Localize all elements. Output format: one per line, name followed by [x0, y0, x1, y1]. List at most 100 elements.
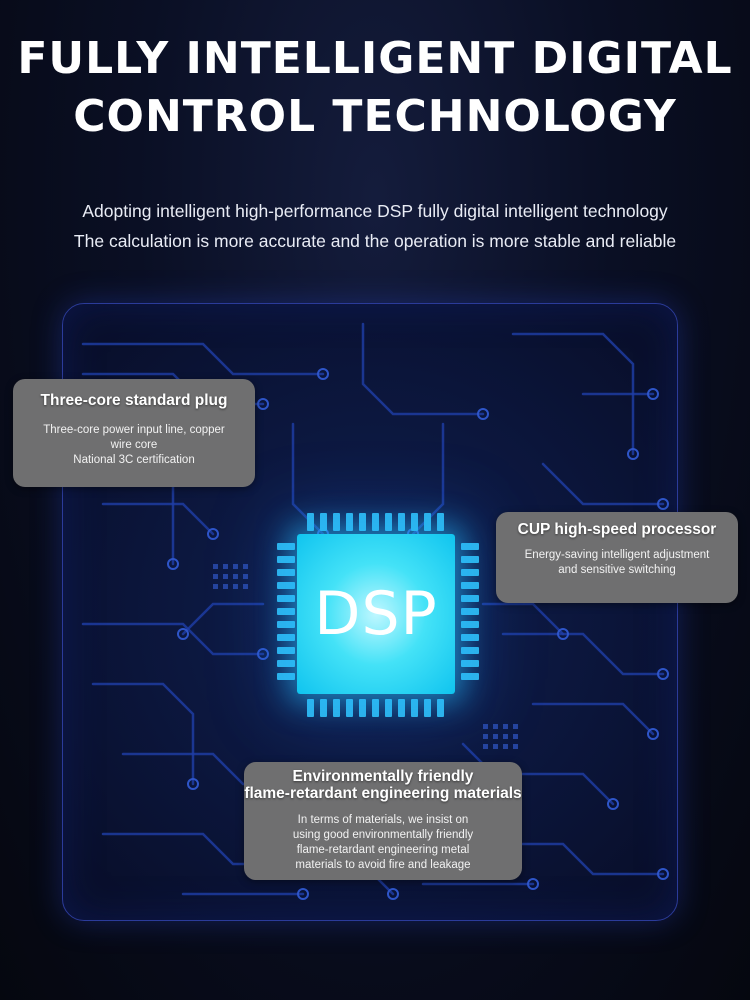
- chip-pin: [320, 699, 327, 717]
- chip-pin: [320, 513, 327, 531]
- dsp-chip: DSP: [273, 509, 483, 721]
- circuit-node: [257, 398, 269, 410]
- chip-pin: [461, 582, 479, 589]
- chip-pin: [346, 699, 353, 717]
- chip-pin: [372, 699, 379, 717]
- chip-pin: [333, 699, 340, 717]
- chip-pins-graphic: [277, 513, 479, 717]
- chip-pin: [277, 556, 295, 563]
- chip-pin: [277, 660, 295, 667]
- circuit-pad: [243, 584, 248, 589]
- feature-card-materials-title-line-2: flame-retardant engineering materials: [244, 785, 522, 802]
- circuit-pad: [493, 724, 498, 729]
- circuit-node: [657, 668, 669, 680]
- circuit-trace: [501, 632, 665, 676]
- chip-pin: [346, 513, 353, 531]
- circuit-pad: [233, 564, 238, 569]
- chip-pin: [461, 621, 479, 628]
- circuit-node: [257, 648, 269, 660]
- chip-pin: [385, 699, 392, 717]
- circuit-trace: [411, 422, 445, 536]
- chip-pin: [277, 647, 295, 654]
- circuit-trace: [461, 742, 615, 806]
- circuit-trace: [81, 342, 325, 376]
- circuit-pad: [483, 724, 488, 729]
- feature-card-materials-title-line-1: Environmentally friendly: [292, 768, 474, 785]
- chip-pin: [437, 699, 444, 717]
- circuit-trace: [531, 702, 655, 736]
- circuit-node: [657, 498, 669, 510]
- feature-card-plug-description: Three-core power input line, copper wire…: [13, 423, 255, 468]
- feature-card-materials-title: Environmentally friendly flame-retardant…: [244, 768, 522, 802]
- chip-pin: [372, 513, 379, 531]
- chip-pin: [307, 513, 314, 531]
- circuit-node: [557, 628, 569, 640]
- circuit-trace: [481, 842, 665, 876]
- chip-pin: [424, 513, 431, 531]
- chip-pin: [461, 647, 479, 654]
- circuit-pad: [233, 574, 238, 579]
- chip-pin: [411, 699, 418, 717]
- headline-line-1: FULLY INTELLIGENT DIGITAL: [17, 33, 733, 84]
- chip-pin: [461, 556, 479, 563]
- chip-pin: [359, 699, 366, 717]
- circuit-node: [207, 528, 219, 540]
- circuit-trace: [511, 332, 635, 456]
- headline-line-2: CONTROL TECHNOLOGY: [73, 91, 677, 142]
- chip-pin: [461, 569, 479, 576]
- feature-card-materials-line-4: materials to avoid fire and leakage: [295, 859, 471, 871]
- circuit-pad: [223, 564, 228, 569]
- dsp-chip-body: DSP: [297, 534, 455, 694]
- circuit-pad: [483, 734, 488, 739]
- circuit-node: [607, 798, 619, 810]
- chip-pin: [398, 699, 405, 717]
- chip-pin: [437, 513, 444, 531]
- circuit-pad: [223, 584, 228, 589]
- feature-card-materials-description: In terms of materials, we insist on usin…: [244, 813, 522, 873]
- circuit-pad: [233, 584, 238, 589]
- circuit-node: [657, 868, 669, 880]
- chip-pin: [277, 634, 295, 641]
- feature-card-plug-line-2: wire core: [110, 439, 158, 451]
- circuit-pad: [513, 734, 518, 739]
- circuit-pad: [243, 574, 248, 579]
- circuit-node: [527, 878, 539, 890]
- circuit-pad: [503, 724, 508, 729]
- chip-pin: [277, 543, 295, 550]
- chip-pin: [424, 699, 431, 717]
- chip-pin: [359, 513, 366, 531]
- circuit-pad: [493, 734, 498, 739]
- chip-pin: [411, 513, 418, 531]
- circuit-pad: [513, 744, 518, 749]
- feature-card-plug-line-3: National 3C certification: [73, 454, 195, 466]
- chip-pin: [461, 595, 479, 602]
- circuit-node: [387, 888, 399, 900]
- subtitle: Adopting intelligent high-performance DS…: [0, 196, 750, 256]
- feature-card-processor: CUP high-speed processor Energy-saving i…: [496, 512, 738, 603]
- feature-card-materials-line-1: In terms of materials, we insist on: [297, 814, 469, 826]
- feature-card-materials: Environmentally friendly flame-retardant…: [244, 762, 522, 880]
- headline: FULLY INTELLIGENT DIGITAL CONTROL TECHNO…: [0, 30, 750, 146]
- chip-pin: [461, 660, 479, 667]
- chip-pin: [385, 513, 392, 531]
- circuit-pad: [213, 564, 218, 569]
- chip-pin: [307, 699, 314, 717]
- feature-card-processor-description: Energy-saving intelligent adjustment and…: [496, 548, 738, 578]
- circuit-trace: [541, 462, 665, 506]
- feature-card-processor-line-1: Energy-saving intelligent adjustment: [524, 549, 710, 561]
- subtitle-line-2: The calculation is more accurate and the…: [73, 231, 677, 251]
- feature-card-processor-title: CUP high-speed processor: [517, 521, 717, 538]
- feature-card-plug-title: Three-core standard plug: [40, 392, 228, 409]
- circuit-pad: [223, 574, 228, 579]
- circuit-node: [167, 558, 179, 570]
- chip-pin: [461, 634, 479, 641]
- circuit-node: [477, 408, 489, 420]
- circuit-trace: [91, 682, 195, 786]
- chip-pin: [461, 608, 479, 615]
- circuit-pad: [503, 744, 508, 749]
- chip-pin: [333, 513, 340, 531]
- chip-pin: [277, 569, 295, 576]
- circuit-node: [177, 628, 189, 640]
- circuit-node: [317, 368, 329, 380]
- circuit-pad: [503, 734, 508, 739]
